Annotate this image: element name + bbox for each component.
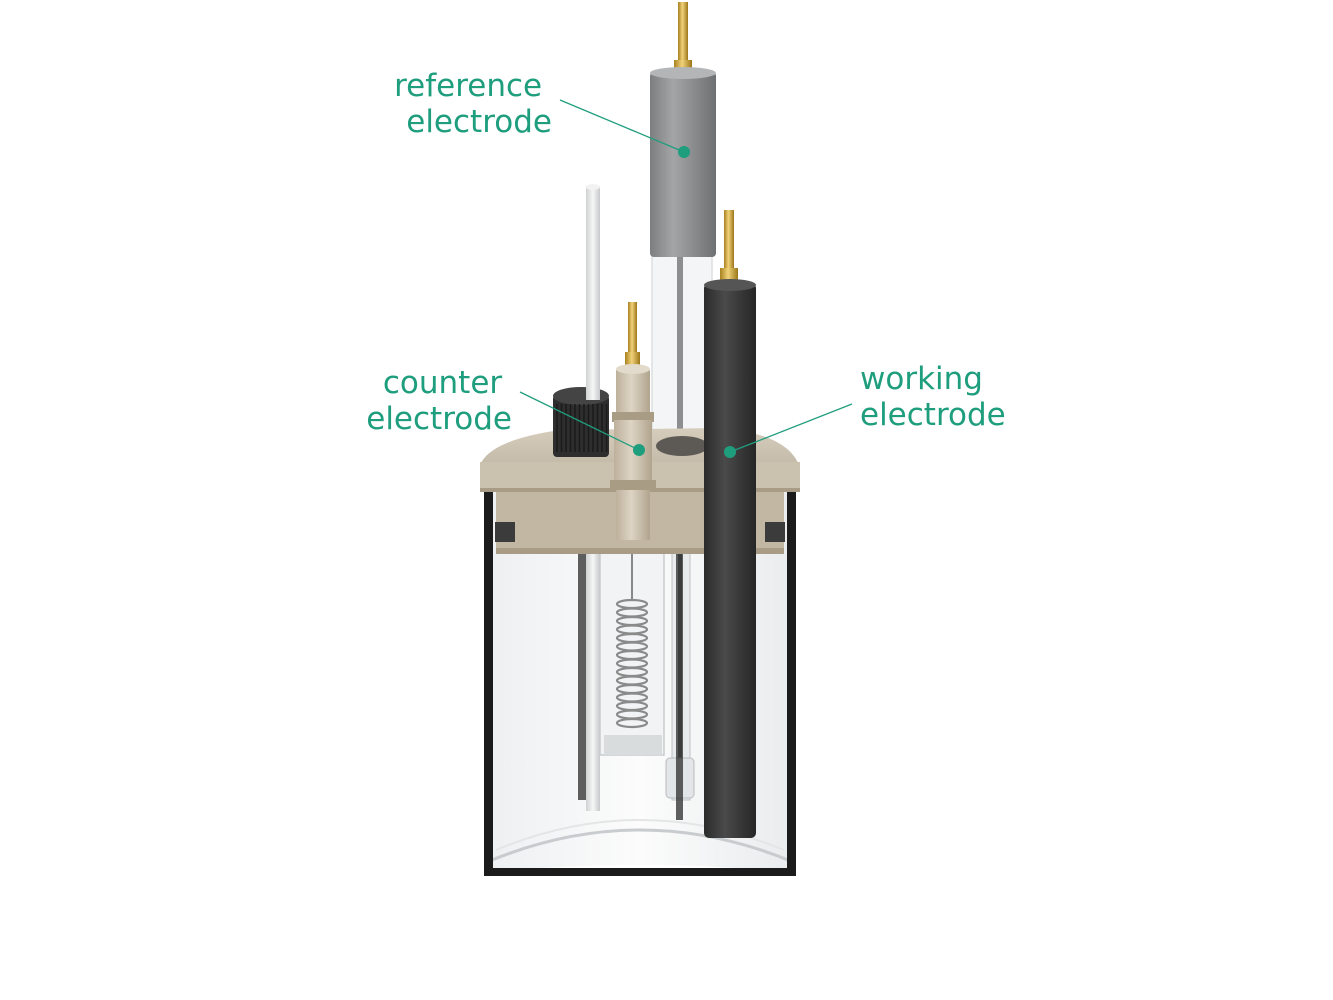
counter-label-line-1: counter (383, 365, 503, 401)
counter-electrode (610, 302, 656, 540)
working-label-line-2: electrode (860, 397, 1006, 433)
counter-electrode-label: counter electrode (366, 365, 512, 437)
reference-leader (559, 99, 690, 158)
working-label-line-1: working (860, 361, 983, 397)
working-electrode-label: working electrode (860, 361, 1006, 433)
reference-electrode-label: reference electrode (394, 68, 552, 140)
working-electrode (704, 210, 756, 838)
reference-electrode (650, 2, 716, 257)
reference-label-line-2: electrode (406, 104, 552, 140)
counter-electrode-compartment (578, 520, 683, 820)
black-knob (553, 360, 609, 457)
working-leader (724, 403, 853, 458)
platinum-coil (615, 598, 649, 729)
reference-label-line-1: reference (394, 68, 542, 104)
counter-leader (519, 391, 645, 456)
counter-label-line-2: electrode (366, 401, 512, 437)
